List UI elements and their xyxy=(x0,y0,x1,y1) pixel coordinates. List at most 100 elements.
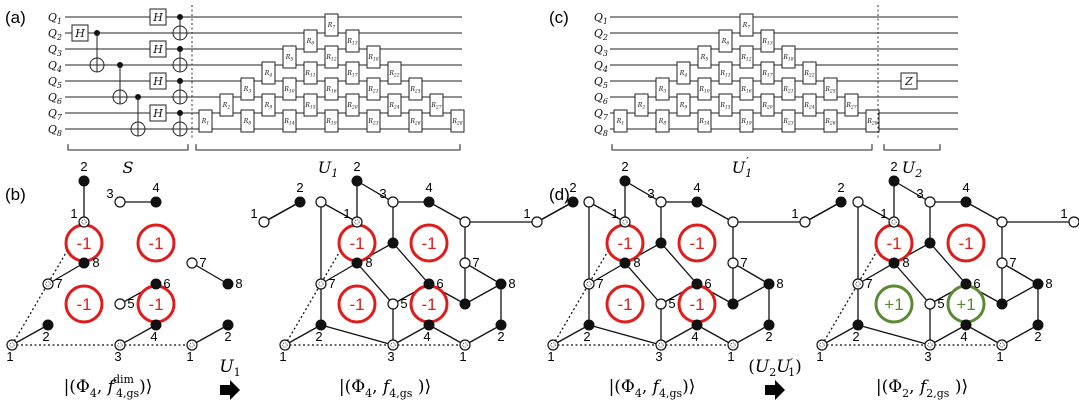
lattice-node xyxy=(150,196,162,208)
qubit-label-Q6: Q6 xyxy=(594,91,608,106)
node-mark xyxy=(117,342,123,348)
lattice-node xyxy=(727,257,739,269)
lattice-node xyxy=(495,319,507,331)
r-gate-label: R17 xyxy=(346,70,357,79)
qubit-label-Q7: Q7 xyxy=(594,107,609,122)
qubit-label-Q2: Q2 xyxy=(48,27,62,42)
r-gate-label: R23 xyxy=(782,118,793,127)
lattice-node xyxy=(150,278,162,290)
node-number: 1 xyxy=(343,206,350,221)
node-number: 7 xyxy=(865,276,872,291)
z-gate-q5 xyxy=(900,72,918,90)
r-gate-label: R25 xyxy=(824,86,835,95)
r-gate-18 xyxy=(781,45,796,69)
lattice-node xyxy=(78,257,90,269)
node-number: 2 xyxy=(80,159,87,174)
r-gate-22 xyxy=(387,61,402,85)
caption-b-right: |(Φ4, f4,gs )⟩ xyxy=(339,377,431,400)
node-number: 5 xyxy=(127,296,134,311)
r-gate-label: R19 xyxy=(740,118,751,127)
lattice-node xyxy=(423,319,435,331)
plaquette-value: -1 xyxy=(148,295,163,314)
r-gate-17 xyxy=(760,61,775,85)
node-number: 5 xyxy=(400,296,407,311)
r-gate-label: R18 xyxy=(782,54,793,63)
r-gate-9 xyxy=(261,93,276,117)
plaquette-value: -1 xyxy=(76,234,91,253)
r-gate-label: R5 xyxy=(285,54,294,63)
lattice-node xyxy=(531,216,543,228)
node-number: 3 xyxy=(387,349,394,364)
panel-label-a: (a) xyxy=(5,8,26,27)
r-gate-label: R7 xyxy=(742,22,751,31)
lattice-node xyxy=(691,278,703,290)
node-number: 2 xyxy=(852,329,859,344)
r-gate-label: R17 xyxy=(761,70,772,79)
node-number: 7 xyxy=(596,276,603,291)
r-gate-label: R27 xyxy=(430,102,441,111)
node-number: 1 xyxy=(996,349,1003,364)
bracket-u1 xyxy=(195,144,461,151)
lattice-node xyxy=(799,216,811,228)
lattice-edge xyxy=(696,324,734,346)
node-number: 3 xyxy=(916,186,923,201)
r-gate-label: R9 xyxy=(264,102,273,111)
lattice-node xyxy=(691,196,703,208)
lattice-node xyxy=(351,175,363,187)
r-gate-label: R22 xyxy=(803,70,814,79)
r-gate-label: R23 xyxy=(367,118,378,127)
lattice-node xyxy=(387,196,399,208)
r-gate-11 xyxy=(718,61,733,85)
lattice-node xyxy=(960,278,972,290)
plaquette-ring xyxy=(946,223,986,263)
lattice-node xyxy=(888,175,900,187)
plaquette-ring xyxy=(605,284,645,324)
r-gate-label: R1 xyxy=(616,118,624,127)
lattice-node xyxy=(655,298,667,310)
lattice-edge xyxy=(660,242,698,285)
node-number: 8 xyxy=(902,255,909,270)
qubit-label-Q3: Q3 xyxy=(48,43,62,58)
node-mark xyxy=(390,342,396,348)
node-mark xyxy=(318,281,324,287)
lattice-edge xyxy=(191,262,229,285)
r-gate-label: R2 xyxy=(222,102,231,111)
node-number: 1 xyxy=(186,349,193,364)
plaquette-value: -1 xyxy=(958,234,973,253)
lattice-node xyxy=(763,278,775,290)
lattice-edge xyxy=(857,201,895,223)
r-gate-21 xyxy=(781,77,796,101)
r-gate-label: R4 xyxy=(264,70,273,79)
lattice-node xyxy=(547,339,559,351)
r-gate-label: R10 xyxy=(698,86,709,95)
r-gate-14 xyxy=(282,109,297,133)
node-number: 2 xyxy=(353,159,360,174)
r-gate-label: R16 xyxy=(325,86,336,95)
r-gate-10 xyxy=(697,77,712,101)
qubit-label-Q1: Q1 xyxy=(594,11,608,26)
r-gate-23 xyxy=(781,109,796,133)
node-number: 3 xyxy=(379,186,386,201)
lattice-edge xyxy=(428,324,466,346)
r-gate-6 xyxy=(718,29,733,53)
r-gate-24 xyxy=(802,93,817,117)
r-gate-20 xyxy=(345,93,360,117)
node-number: 6 xyxy=(163,276,170,291)
r-gate-26 xyxy=(408,109,423,133)
lattice-node xyxy=(351,216,363,228)
lattice-node xyxy=(387,298,399,310)
lattice-node xyxy=(888,257,900,269)
h-gate-3 xyxy=(149,104,167,122)
r-gate-label: R2 xyxy=(637,102,646,111)
caption-d-left: |(Φ4, f4,gs)⟩ xyxy=(609,377,696,400)
r-gate-label: R15 xyxy=(304,102,315,111)
r-gate-13 xyxy=(345,29,360,53)
node-number: 2 xyxy=(837,180,844,195)
lattice-node xyxy=(459,298,471,310)
node-mark xyxy=(927,342,933,348)
plaquette-value: -1 xyxy=(886,234,901,253)
lattice-node xyxy=(186,257,198,269)
node-number: 1 xyxy=(611,206,618,221)
circuit-c: Q1Q2Q3Q4Q5Q6Q7Q8R1R2R3R4R5R6R7R8R9R10R11… xyxy=(594,5,958,180)
